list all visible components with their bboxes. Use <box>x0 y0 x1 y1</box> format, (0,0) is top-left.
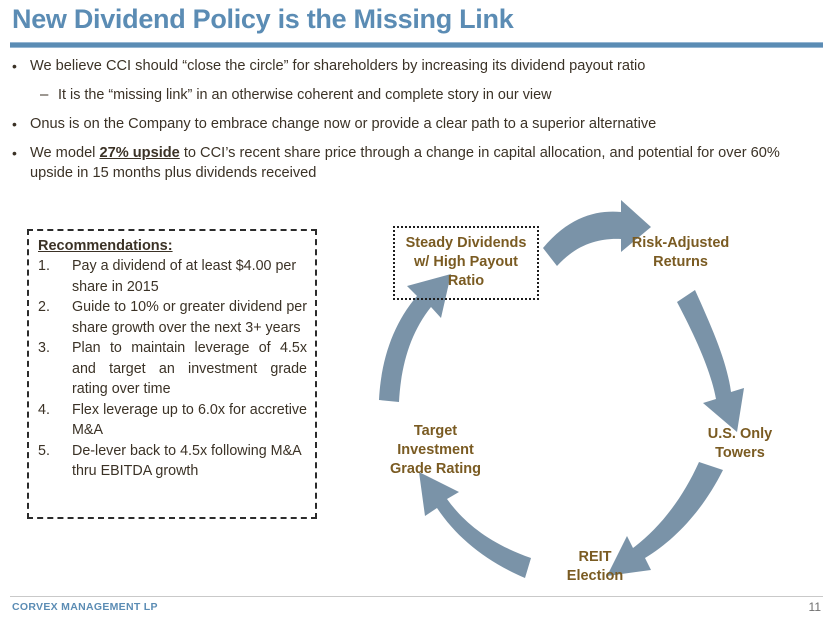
bullet-text: Onus is on the Company to embrace change… <box>30 116 657 132</box>
bullet-item: • Onus is on the Company to embrace chan… <box>12 114 824 134</box>
recommendation-item: 2. Guide to 10% or greater dividend per … <box>38 297 307 338</box>
arrow-steady-to-risk <box>543 200 651 266</box>
recommendation-number: 3. <box>38 340 50 356</box>
cycle-node-target-investment-grade-rating: Target Investment Grade Rating <box>389 423 482 477</box>
recommendation-text: De-lever back to 4.5x following M&A thru… <box>72 442 301 480</box>
bullet-text: We believe CCI should “close the circle”… <box>30 58 646 74</box>
arrow-risk-to-us <box>677 290 744 432</box>
recommendation-item: 3. Plan to maintain leverage of 4.5x and… <box>38 338 307 400</box>
dash-marker-icon: – <box>40 86 49 103</box>
recommendation-item: 4. Flex leverage up to 6.0x for accretiv… <box>38 400 307 441</box>
page-title: New Dividend Policy is the Missing Link <box>12 4 514 34</box>
recommendation-text: Plan to maintain leverage of 4.5x and ta… <box>72 340 307 397</box>
bullet-item: • We believe CCI should “close the circl… <box>12 56 824 76</box>
cycle-node-steady-dividends: Steady Dividends w/ High Payout Ratio <box>393 226 539 300</box>
recommendation-number: 1. <box>38 258 50 274</box>
bullet-item-sub: – It is the “missing link” in an otherwi… <box>12 85 824 105</box>
cycle-node-risk-adjusted-returns: Risk-Adjusted Returns <box>631 235 730 270</box>
emphasis-upside: 27% upside <box>99 145 180 161</box>
recommendation-text: Pay a dividend of at least $4.00 per sha… <box>72 258 297 295</box>
bullet-item: • We model 27% upside to CCI’s recent sh… <box>12 143 824 183</box>
recommendations-box: Recommendations: 1. Pay a dividend of at… <box>27 229 317 519</box>
bullet-text: It is the “missing link” in an otherwise… <box>58 87 552 103</box>
bullet-list: • We believe CCI should “close the circl… <box>12 56 824 192</box>
recommendations-heading: Recommendations: <box>38 238 173 254</box>
title-divider <box>10 42 823 48</box>
arrow-target-to-steady <box>379 274 451 402</box>
recommendation-number: 5. <box>38 442 50 459</box>
footer-brand: CORVEX MANAGEMENT LP <box>12 601 158 613</box>
recommendation-item: 5. De-lever back to 4.5x following M&A t… <box>38 441 307 482</box>
bullet-marker-icon: • <box>12 145 17 161</box>
recommendation-number: 2. <box>38 299 50 315</box>
bullet-marker-icon: • <box>12 116 17 132</box>
arrow-us-to-reit <box>607 462 723 576</box>
bullet-text: We model 27% upside to CCI’s recent shar… <box>30 145 780 181</box>
cycle-node-reit-election: REIT Election <box>566 549 624 584</box>
recommendation-number: 4. <box>38 401 50 418</box>
page-number: 11 <box>808 600 821 614</box>
recommendation-text: Guide to 10% or greater dividend per sha… <box>72 299 307 336</box>
footer-divider <box>10 596 823 597</box>
bullet-marker-icon: • <box>12 58 17 74</box>
recommendation-item: 1. Pay a dividend of at least $4.00 per … <box>38 256 307 297</box>
cycle-arrows-graphic <box>379 200 744 578</box>
arrow-reit-to-target <box>419 472 531 578</box>
cycle-node-us-only-towers: U.S. Only Towers <box>707 426 773 461</box>
cycle-diagram: Steady Dividends w/ High Payout Ratio Ri… <box>345 200 833 610</box>
recommendation-text: Flex leverage up to 6.0x for accretive M… <box>72 401 307 439</box>
